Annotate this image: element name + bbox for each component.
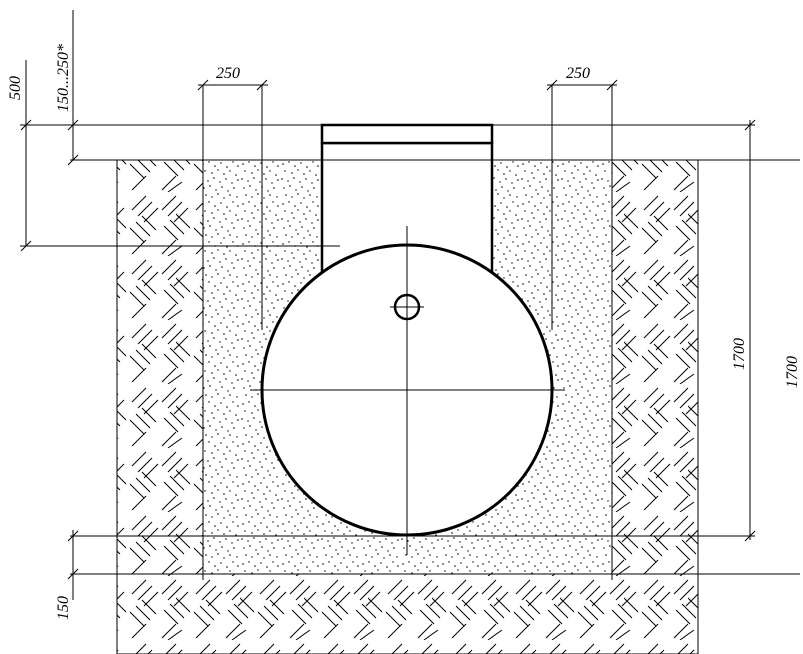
- dimension-lines: [20, 10, 800, 600]
- soil-right: [611, 159, 699, 537]
- soil-left: [116, 159, 204, 537]
- native-soil: [116, 159, 699, 654]
- dim-sand-width-left: 250: [216, 65, 240, 82]
- dim-base-thickness: 150: [55, 596, 72, 620]
- dim-neck-height: 500: [7, 76, 24, 100]
- soil-bottom: [116, 573, 699, 654]
- soil-lower-left: [116, 535, 204, 575]
- center-lines: [250, 226, 565, 555]
- dim-tank-height-outer: 1700: [784, 356, 801, 388]
- soil-lower-right: [611, 535, 699, 575]
- dim-cover-depth: 150...250*: [55, 44, 72, 112]
- dim-tank-height-inner: 1700: [731, 338, 748, 370]
- dim-sand-width-right: 250: [566, 65, 590, 82]
- tank-lid: [320, 123, 494, 145]
